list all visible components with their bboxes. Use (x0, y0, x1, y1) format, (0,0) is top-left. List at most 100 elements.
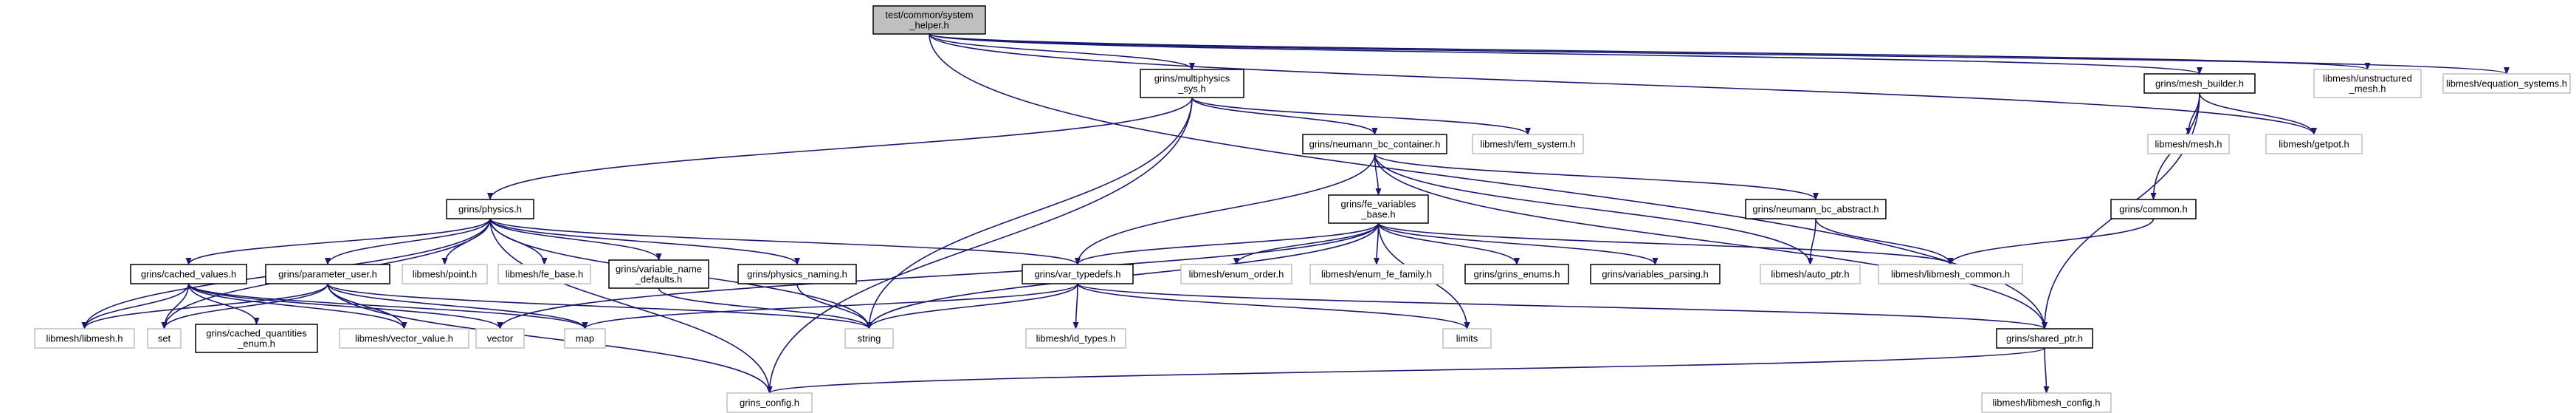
node-box-set (147, 328, 182, 349)
node-label-mesh_builder: grins/mesh_builder.h (2155, 78, 2244, 89)
edge-shared_ptr-to-grins_config (767, 347, 2045, 394)
node-label-var_typedefs: grins/var_typedefs.h (1034, 269, 1120, 280)
node-neumann_bc_container[interactable]: grins/neumann_bc_container.h (1302, 134, 1447, 154)
edge-parameter_user-to-string (327, 283, 872, 330)
node-label-map: map (576, 333, 594, 344)
node-cached_quantities_enum[interactable]: grins/cached_quantities_enum.h (195, 324, 318, 353)
node-box-cached_quantities_enum (195, 324, 318, 353)
node-label-enum_fe_family: libmesh/enum_fe_family.h (1321, 269, 1432, 280)
edge-variable_name_defaults-to-string (658, 287, 872, 330)
edge-parameter_user-to-libmesh_h (81, 283, 328, 330)
node-box-id_types (1025, 328, 1126, 349)
edge-var_typedefs-to-shared_ptr (1077, 283, 2048, 330)
node-variable_name_defaults[interactable]: grins/variable_name_defaults.h (608, 259, 709, 289)
node-label-parameter_user: grins/parameter_user.h (278, 269, 377, 280)
node-vector: vector (475, 328, 525, 349)
node-box-shared_ptr (1996, 328, 2093, 349)
node-box-common (2110, 199, 2197, 219)
node-label-neumann_bc_container: grins/neumann_bc_container.h (1309, 139, 1441, 150)
node-box-grins_config (726, 392, 813, 413)
node-shared_ptr[interactable]: grins/shared_ptr.h (1996, 328, 2093, 349)
node-box-variables_parsing (1590, 264, 1721, 284)
node-box-grins_enums (1464, 264, 1569, 284)
node-physics[interactable]: grins/physics.h (446, 199, 534, 219)
node-fe_base: libmesh/fe_base.h (497, 264, 591, 284)
node-label-id_types: libmesh/id_types.h (1036, 333, 1116, 344)
node-box-multiphysics (1140, 69, 1244, 98)
node-map: map (564, 328, 606, 349)
node-box-fem_system (1472, 134, 1584, 154)
node-box-equation_systems (2442, 73, 2571, 94)
node-label-fe_base: libmesh/fe_base.h (506, 269, 584, 280)
edge-multiphysics-to-fem_system (1191, 97, 1531, 135)
edge-mesh_builder-to-getpot (2199, 92, 2317, 135)
node-label-vector_value: libmesh/vector_value.h (355, 333, 453, 344)
node-mesh_builder[interactable]: grins/mesh_builder.h (2143, 73, 2256, 94)
node-label-mesh: libmesh/mesh.h (2155, 139, 2222, 150)
edge-root-to-mesh_builder (929, 33, 2203, 75)
edge-fe_variables_base-to-vector (497, 222, 1380, 330)
edge-parameter_user-to-set (161, 283, 328, 330)
edge-physics-to-cached_values (185, 218, 491, 265)
node-label-root-line-2: _helper.h (909, 20, 949, 31)
edge-neumann_bc_abstract-to-libmesh_common (1815, 218, 1954, 265)
node-label-variable_name_defaults-line-1: grins/variable_name (616, 264, 702, 275)
node-label-set: set (158, 333, 171, 344)
node-fem_system: libmesh/fem_system.h (1472, 134, 1584, 154)
node-box-physics_naming (737, 264, 857, 284)
node-box-unstructured_mesh (2313, 69, 2422, 98)
node-box-libmesh_h (34, 328, 135, 349)
node-libmesh_common: libmesh/libmesh_common.h (1878, 264, 2023, 284)
node-mesh: libmesh/mesh.h (2147, 134, 2230, 154)
node-physics_naming[interactable]: grins/physics_naming.h (737, 264, 857, 284)
node-label-limits: limits (1456, 333, 1478, 344)
node-common[interactable]: grins/common.h (2110, 199, 2197, 219)
edge-neumann_bc_container-to-shared_ptr (1374, 153, 2048, 330)
edge-multiphysics-to-grins_config (766, 97, 1193, 394)
edge-physics-to-variable_name_defaults (489, 218, 662, 261)
node-box-physics (446, 199, 534, 219)
edge-physics-to-grins_config (489, 218, 773, 394)
edge-neumann_bc_container-to-auto_ptr (1374, 153, 1814, 265)
node-label-shared_ptr: grins/shared_ptr.h (2006, 333, 2083, 344)
node-parameter_user[interactable]: grins/parameter_user.h (265, 264, 390, 284)
node-libmesh_h: libmesh/libmesh.h (34, 328, 135, 349)
edge-physics-to-parameter_user (325, 218, 491, 265)
node-label-vector: vector (487, 333, 514, 344)
node-box-libmesh_config (1981, 392, 2112, 413)
edge-parameter_user-to-grins_config (327, 283, 773, 394)
node-grins_enums[interactable]: grins/grins_enums.h (1464, 264, 1569, 284)
edge-shared_ptr-to-libmesh_config (2043, 347, 2050, 394)
node-limits: limits (1442, 328, 1492, 349)
node-id_types: libmesh/id_types.h (1025, 328, 1126, 349)
edge-neumann_bc_container-to-var_typedefs (1075, 153, 1376, 265)
edge-fe_variables_base-to-libmesh_common (1377, 222, 1954, 265)
node-label-fem_system: libmesh/fem_system.h (1480, 139, 1575, 150)
node-cached_values[interactable]: grins/cached_values.h (130, 264, 247, 284)
node-label-unstructured_mesh-line-1: libmesh/unstructured (2323, 73, 2412, 84)
node-label-equation_systems: libmesh/equation_systems.h (2446, 78, 2567, 89)
node-fe_variables_base[interactable]: grins/fe_variables_base.h (1328, 194, 1429, 224)
node-multiphysics[interactable]: grins/multiphysics_sys.h (1140, 69, 1244, 98)
node-neumann_bc_abstract[interactable]: grins/neumann_bc_abstract.h (1745, 199, 1887, 219)
node-box-string (844, 328, 894, 349)
edge-cached_values-to-vector_value (187, 283, 407, 330)
node-box-root (872, 5, 986, 35)
node-label-physics: grins/physics.h (458, 204, 522, 215)
node-variables_parsing[interactable]: grins/variables_parsing.h (1590, 264, 1721, 284)
edge-physics-to-var_typedefs (489, 218, 1081, 265)
node-box-libmesh_common (1878, 264, 2023, 284)
node-root[interactable]: test/common/system_helper.h (872, 5, 986, 35)
edge-neumann_bc_container-to-neumann_bc_abstract (1374, 153, 1819, 200)
node-label-enum_order: libmesh/enum_order.h (1189, 269, 1284, 280)
edge-layer (81, 33, 2510, 394)
node-auto_ptr: libmesh/auto_ptr.h (1760, 264, 1861, 284)
edge-multiphysics-to-physics (487, 97, 1193, 200)
node-vector_value: libmesh/vector_value.h (339, 328, 469, 349)
node-label-fe_variables_base-line-2: _base.h (1360, 209, 1395, 220)
node-label-libmesh_common: libmesh/libmesh_common.h (1891, 269, 2010, 280)
edge-root-to-multiphysics (929, 33, 1195, 70)
node-label-point: libmesh/point.h (413, 269, 477, 280)
node-var_typedefs[interactable]: grins/var_typedefs.h (1022, 264, 1134, 284)
